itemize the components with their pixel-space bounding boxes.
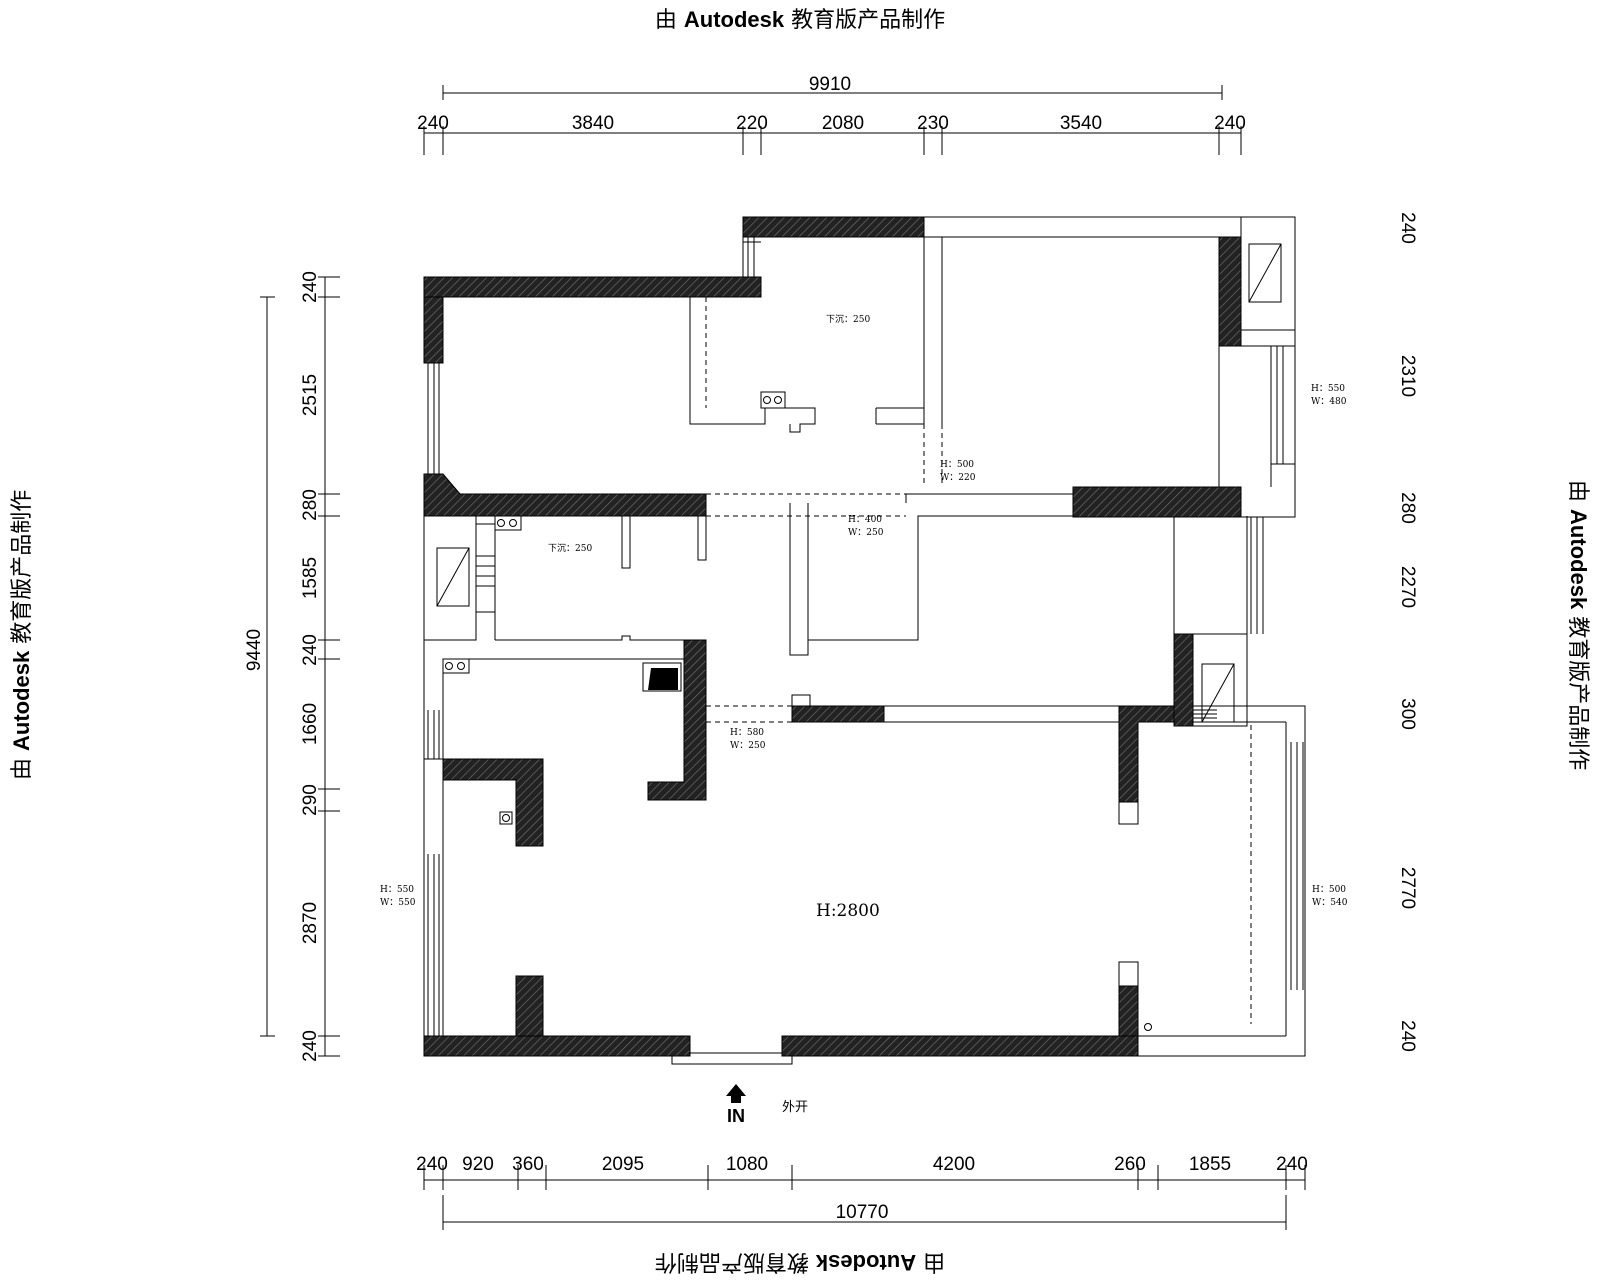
note-win-left-h: H：550 bbox=[380, 885, 414, 895]
dim-bottom-seg-6: 4200 bbox=[933, 1154, 975, 1175]
dim-right-seg-6: 2770 bbox=[1397, 867, 1418, 909]
dim-top-seg-1: 240 bbox=[417, 113, 449, 134]
dim-top-seg-3: 220 bbox=[736, 113, 768, 134]
dim-top-seg-4: 2080 bbox=[822, 113, 864, 134]
walls-hatched bbox=[423, 216, 1242, 1057]
dim-top-seg-7: 240 bbox=[1214, 113, 1246, 134]
note-win-left-w: W：550 bbox=[380, 898, 416, 908]
dim-left-seg-8: 2870 bbox=[300, 902, 321, 944]
watermark-top: 由 Autodesk 教育版产品制作 bbox=[654, 7, 946, 33]
dim-top-seg-6: 3540 bbox=[1060, 113, 1102, 134]
dim-bottom-seg-3: 360 bbox=[512, 1154, 544, 1175]
wall-outlines bbox=[423, 216, 1306, 1065]
dim-bottom-seg-1: 240 bbox=[416, 1154, 448, 1175]
note-ceiling-height: H:2800 bbox=[816, 901, 880, 921]
dim-top-seg-5: 230 bbox=[917, 113, 949, 134]
dim-right-seg-5: 300 bbox=[1397, 698, 1418, 730]
dim-top-total: 9910 bbox=[809, 74, 851, 95]
note-door-lv-w: W：250 bbox=[730, 741, 766, 751]
dim-right-seg-4: 2270 bbox=[1397, 566, 1418, 608]
dim-bottom-seg-7: 260 bbox=[1114, 1154, 1146, 1175]
dim-right-seg-2: 2310 bbox=[1397, 355, 1418, 397]
entrance-door-note: 外开 bbox=[782, 1100, 808, 1115]
entrance-arrow-icon bbox=[726, 1084, 746, 1103]
dim-left-seg-5: 240 bbox=[300, 634, 321, 666]
note-win-right-h: H：500 bbox=[1312, 885, 1346, 895]
dim-bottom-seg-2: 920 bbox=[462, 1154, 494, 1175]
dim-left-seg-6: 1660 bbox=[300, 703, 321, 745]
dim-bottom-seg-4: 2095 bbox=[602, 1154, 644, 1175]
note-door-corr-w: W：250 bbox=[848, 528, 884, 538]
dim-left-seg-9: 240 bbox=[300, 1030, 321, 1062]
fixtures bbox=[436, 243, 1282, 1031]
note-bath-left: 下沉：250 bbox=[548, 543, 592, 554]
note-door-mid-h: H：500 bbox=[940, 460, 974, 470]
left-dimensions bbox=[260, 276, 340, 1057]
dim-left-seg-2: 2515 bbox=[300, 374, 321, 416]
dim-left-seg-4: 1585 bbox=[300, 557, 321, 599]
dim-left-seg-1: 240 bbox=[300, 271, 321, 303]
dim-bottom-seg-9: 240 bbox=[1276, 1154, 1308, 1175]
note-window-br-w: W：480 bbox=[1311, 397, 1347, 407]
dim-top-seg-2: 3840 bbox=[572, 113, 614, 134]
note-win-right-w: W：540 bbox=[1312, 898, 1348, 908]
note-door-lv-h: H：580 bbox=[730, 728, 764, 738]
dim-bottom-total: 10770 bbox=[836, 1202, 889, 1223]
dim-bottom-seg-5: 1080 bbox=[726, 1154, 768, 1175]
dim-right-seg-7: 240 bbox=[1397, 1020, 1418, 1052]
dim-left-total: 9440 bbox=[244, 629, 265, 671]
dashed-openings bbox=[689, 297, 1252, 1024]
note-window-br-h: H：550 bbox=[1311, 384, 1345, 394]
dim-right-seg-1: 240 bbox=[1397, 212, 1418, 244]
dim-left-seg-7: 290 bbox=[300, 784, 321, 816]
note-kitchen-top: 下沉：250 bbox=[826, 314, 870, 325]
entrance-label: IN bbox=[727, 1106, 745, 1126]
note-door-corr-h: H：400 bbox=[848, 515, 882, 525]
top-dimensions bbox=[423, 85, 1242, 155]
dim-right-seg-3: 280 bbox=[1397, 492, 1418, 524]
dim-bottom-seg-8: 1855 bbox=[1189, 1154, 1231, 1175]
windows bbox=[427, 237, 1304, 1036]
bottom-dimensions bbox=[423, 1165, 1306, 1230]
note-door-mid-w: W：220 bbox=[940, 473, 976, 483]
dim-left-seg-3: 280 bbox=[300, 489, 321, 521]
fridge-icon bbox=[642, 662, 682, 692]
